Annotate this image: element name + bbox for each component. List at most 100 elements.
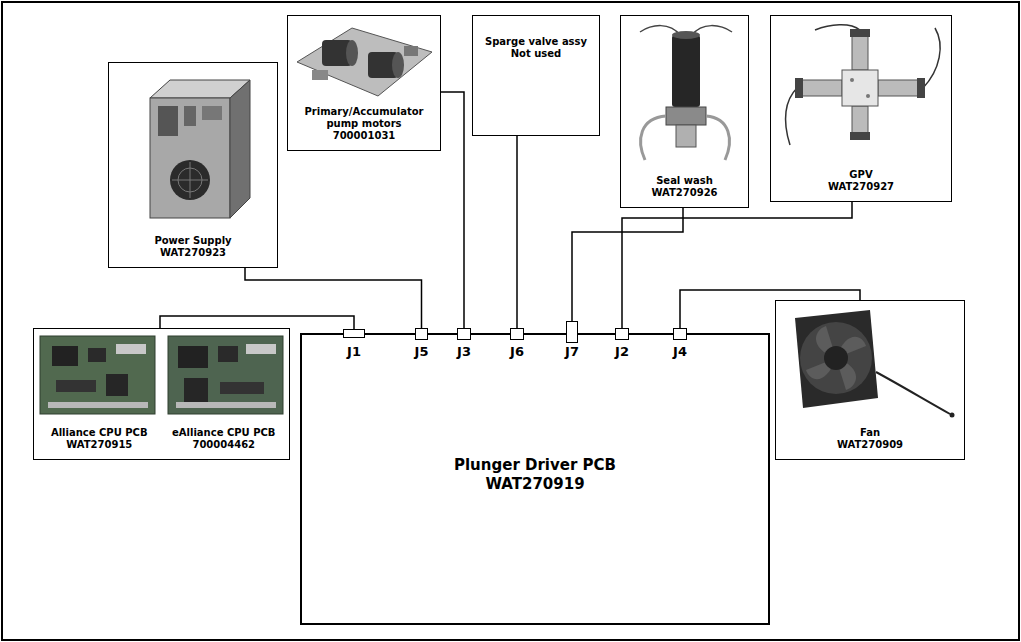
connector-label-box: J7	[557, 344, 587, 359]
connector-jack: J6	[502, 328, 532, 362]
text-box: GPVWAT270927	[774, 169, 948, 193]
part-name: Seal wash	[624, 175, 745, 187]
seal-wash-tube	[706, 116, 729, 160]
psu-part	[184, 106, 196, 126]
connector-pin-square	[615, 328, 629, 340]
pcb-chip	[178, 346, 208, 368]
text-box: Sparge valve assyNot used	[476, 36, 596, 60]
psu-fan-grille	[190, 162, 191, 198]
psu-fan	[170, 160, 210, 200]
pcb-chip	[218, 346, 238, 362]
connector-pin-square	[343, 329, 365, 338]
component-box: Power SupplyWAT270923	[108, 62, 278, 268]
gpv-arm	[852, 106, 868, 134]
wire-connector	[441, 92, 464, 328]
connector-jack: J2	[607, 328, 637, 362]
part-name: eAlliance CPU PCB	[162, 427, 287, 439]
connector-jack: J5	[407, 328, 437, 362]
psu-side	[230, 80, 250, 218]
part-name: Alliance CPU PCB	[37, 427, 162, 439]
text-box: Plunger Driver PCBWAT270919	[302, 335, 768, 623]
pump-plate	[297, 28, 432, 96]
seal-wash-cap	[672, 31, 700, 39]
part-number: WAT270923	[112, 247, 274, 259]
seal-wash-illustration	[640, 26, 732, 160]
part-number: 700004462	[162, 439, 287, 451]
fan-cable	[876, 372, 950, 414]
pcb-chip	[220, 382, 264, 394]
connector-pin-square	[673, 328, 687, 340]
gpv-port	[850, 132, 870, 140]
connector-pin-square	[510, 328, 524, 340]
gpv-block	[842, 70, 878, 106]
pump-motors-illustration	[297, 28, 432, 96]
part-name: Sparge valve assy	[476, 36, 596, 48]
connector-label-box: J5	[407, 344, 437, 359]
gpv-wire	[923, 28, 940, 88]
connector-pin-square	[415, 328, 428, 340]
pcb-chip	[106, 374, 128, 396]
pump-part	[404, 46, 418, 56]
fan-frame	[795, 310, 878, 408]
seal-wash-body	[672, 35, 700, 107]
pcb-connector	[116, 344, 146, 354]
connector-jack: J7	[557, 321, 587, 362]
gpv-arm	[878, 80, 920, 96]
text-box: FanWAT270909	[779, 427, 961, 451]
part-name: GPV	[774, 169, 948, 181]
psu-front	[150, 98, 230, 218]
wire-connector	[516, 136, 518, 328]
cpu-pcb-illustration	[40, 336, 283, 414]
gpv-port	[850, 29, 870, 37]
board-title: Plunger Driver PCB	[454, 456, 616, 475]
fan-ring	[800, 322, 872, 394]
pcb-chip	[52, 346, 78, 366]
pcb-chip	[184, 378, 208, 402]
component-box: Primary/Accumulator pump motors700001031	[287, 15, 441, 151]
pump-motor-end	[346, 40, 358, 66]
connector-label-box: J6	[502, 344, 532, 359]
pump-part	[312, 70, 328, 80]
connector-label: J3	[449, 344, 479, 359]
wire-connector	[572, 208, 683, 321]
seal-wash-block	[666, 107, 706, 125]
text-column: Alliance CPU PCBWAT270915	[37, 427, 162, 451]
pump-motor-end	[392, 52, 404, 78]
part-number: Not used	[476, 48, 596, 60]
connector-label: J6	[502, 344, 532, 359]
pcb-board	[40, 336, 155, 414]
gpv-screw	[866, 94, 870, 98]
component-box: FanWAT270909	[775, 300, 965, 460]
part-name: Power Supply	[112, 235, 274, 247]
fan-hub	[824, 346, 848, 370]
connector-jack: J4	[665, 328, 695, 362]
text-column: eAlliance CPU PCB700004462	[162, 427, 287, 451]
connector-label-box: J1	[339, 344, 369, 359]
wire-connector	[245, 268, 422, 328]
connector-label-box: J4	[665, 344, 695, 359]
component-box: Sparge valve assyNot used	[472, 15, 600, 136]
connector-jack: J1	[339, 329, 369, 362]
pcb-chip	[56, 380, 96, 392]
connector-label: J2	[607, 344, 637, 359]
text-box: Primary/Accumulator pump motors700001031	[291, 106, 437, 142]
text-box: Alliance CPU PCBWAT270915eAlliance CPU P…	[37, 427, 286, 451]
pcb-board	[168, 336, 283, 414]
fan-illustration	[795, 310, 955, 418]
wire-connector	[680, 290, 860, 328]
connector-pin-square	[566, 321, 578, 343]
seal-wash-block	[676, 125, 696, 147]
gpv-arm	[800, 80, 842, 96]
text-box: Seal washWAT270926	[624, 175, 745, 199]
component-box: Seal washWAT270926	[620, 15, 749, 208]
board-part-number: WAT270919	[485, 475, 584, 494]
connector-jack: J3	[449, 328, 479, 362]
gpv-port	[917, 78, 925, 98]
seal-wash-tube	[641, 116, 666, 160]
connector-label: J7	[557, 344, 587, 359]
connector-label: J5	[407, 344, 437, 359]
text-box: Power SupplyWAT270923	[112, 235, 274, 259]
